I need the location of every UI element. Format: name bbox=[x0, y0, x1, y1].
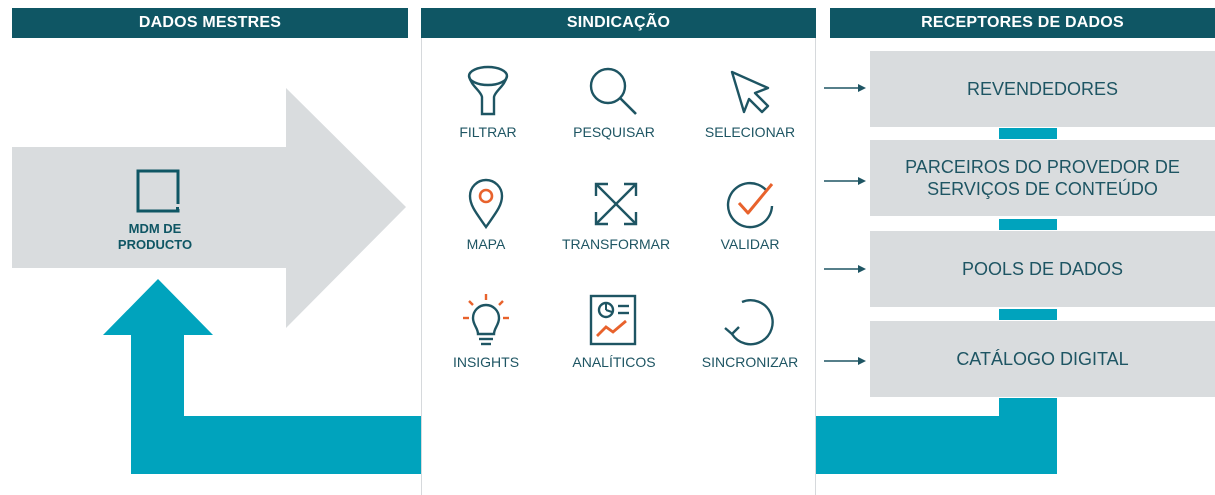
receiver-arrows bbox=[824, 84, 866, 365]
tool-selecionar[interactable]: SELECIONAR bbox=[690, 64, 810, 140]
tool-validar[interactable]: VALIDAR bbox=[690, 176, 810, 252]
tool-transformar[interactable]: TRANSFORMAR bbox=[556, 176, 676, 252]
check-circle-icon bbox=[726, 181, 774, 229]
analytics-icon bbox=[589, 294, 637, 346]
receiver-label: PARCEIROS DO PROVEDOR DE bbox=[905, 157, 1180, 177]
header-data-receivers: RECEPTORES DE DADOS bbox=[830, 8, 1215, 38]
square-icon bbox=[136, 169, 180, 213]
tool-label: MAPA bbox=[466, 236, 506, 252]
tool-insights[interactable]: INSIGHTS bbox=[426, 292, 546, 370]
receiver-connector bbox=[999, 128, 1057, 139]
tool-label: FILTRAR bbox=[459, 124, 517, 140]
funnel-icon bbox=[467, 65, 509, 116]
header-syndication-label: SINDICAÇÃO bbox=[566, 14, 671, 31]
tool-label: ANALÍTICOS bbox=[572, 354, 656, 370]
mdm-label-line2: PRODUCTO bbox=[117, 237, 193, 252]
tool-filtrar[interactable]: FILTRAR bbox=[428, 64, 548, 140]
tool-label: SELECIONAR bbox=[704, 124, 796, 140]
tool-mapa[interactable]: MAPA bbox=[426, 176, 546, 252]
receiver-label-line2: SERVIÇOS DE CONTEÚDO bbox=[927, 179, 1158, 199]
expand-arrows-icon bbox=[594, 182, 638, 226]
map-pin-icon bbox=[468, 178, 504, 230]
receiver-connector bbox=[999, 219, 1057, 230]
search-icon bbox=[589, 67, 637, 115]
sync-icon bbox=[724, 299, 774, 346]
tool-label: INSIGHTS bbox=[452, 354, 520, 370]
receiver-label: CATÁLOGO DIGITAL bbox=[956, 349, 1129, 369]
lightbulb-icon bbox=[463, 294, 509, 346]
header-syndication: SINDICAÇÃO bbox=[421, 8, 816, 38]
receiver-label: REVENDEDORES bbox=[966, 79, 1119, 99]
tool-label: VALIDAR bbox=[720, 236, 780, 252]
mdm-label: MDM DE PRODUCTO bbox=[95, 221, 215, 253]
receiver-connector bbox=[999, 309, 1057, 320]
receiver-pools-de-dados[interactable]: POOLS DE DADOS bbox=[870, 231, 1215, 307]
tool-label: SINCRONIZAR bbox=[701, 354, 799, 370]
header-data-receivers-label: RECEPTORES DE DADOS bbox=[921, 14, 1124, 31]
mdm-label-line1: MDM DE bbox=[128, 221, 182, 236]
tool-sincronizar[interactable]: SINCRONIZAR bbox=[690, 292, 810, 370]
receiver-label: POOLS DE DADOS bbox=[961, 259, 1124, 279]
tool-pesquisar[interactable]: PESQUISAR bbox=[554, 64, 674, 140]
receiver-catalogo-digital[interactable]: CATÁLOGO DIGITAL bbox=[870, 321, 1215, 397]
tool-analiticos[interactable]: ANALÍTICOS bbox=[554, 292, 674, 370]
receiver-revendedores[interactable]: REVENDEDORES bbox=[870, 51, 1215, 127]
channel-status-label: STATUS DO CANAL bbox=[557, 436, 680, 451]
tool-label: PESQUISAR bbox=[573, 124, 655, 140]
tool-label: TRANSFORMAR bbox=[561, 236, 671, 252]
receiver-parceiros[interactable]: PARCEIROS DO PROVEDOR DE SERVIÇOS DE CON… bbox=[870, 140, 1215, 216]
header-master-data: DADOS MESTRES bbox=[12, 8, 408, 38]
cursor-icon bbox=[730, 70, 770, 114]
header-master-data-label: DADOS MESTRES bbox=[138, 14, 282, 31]
